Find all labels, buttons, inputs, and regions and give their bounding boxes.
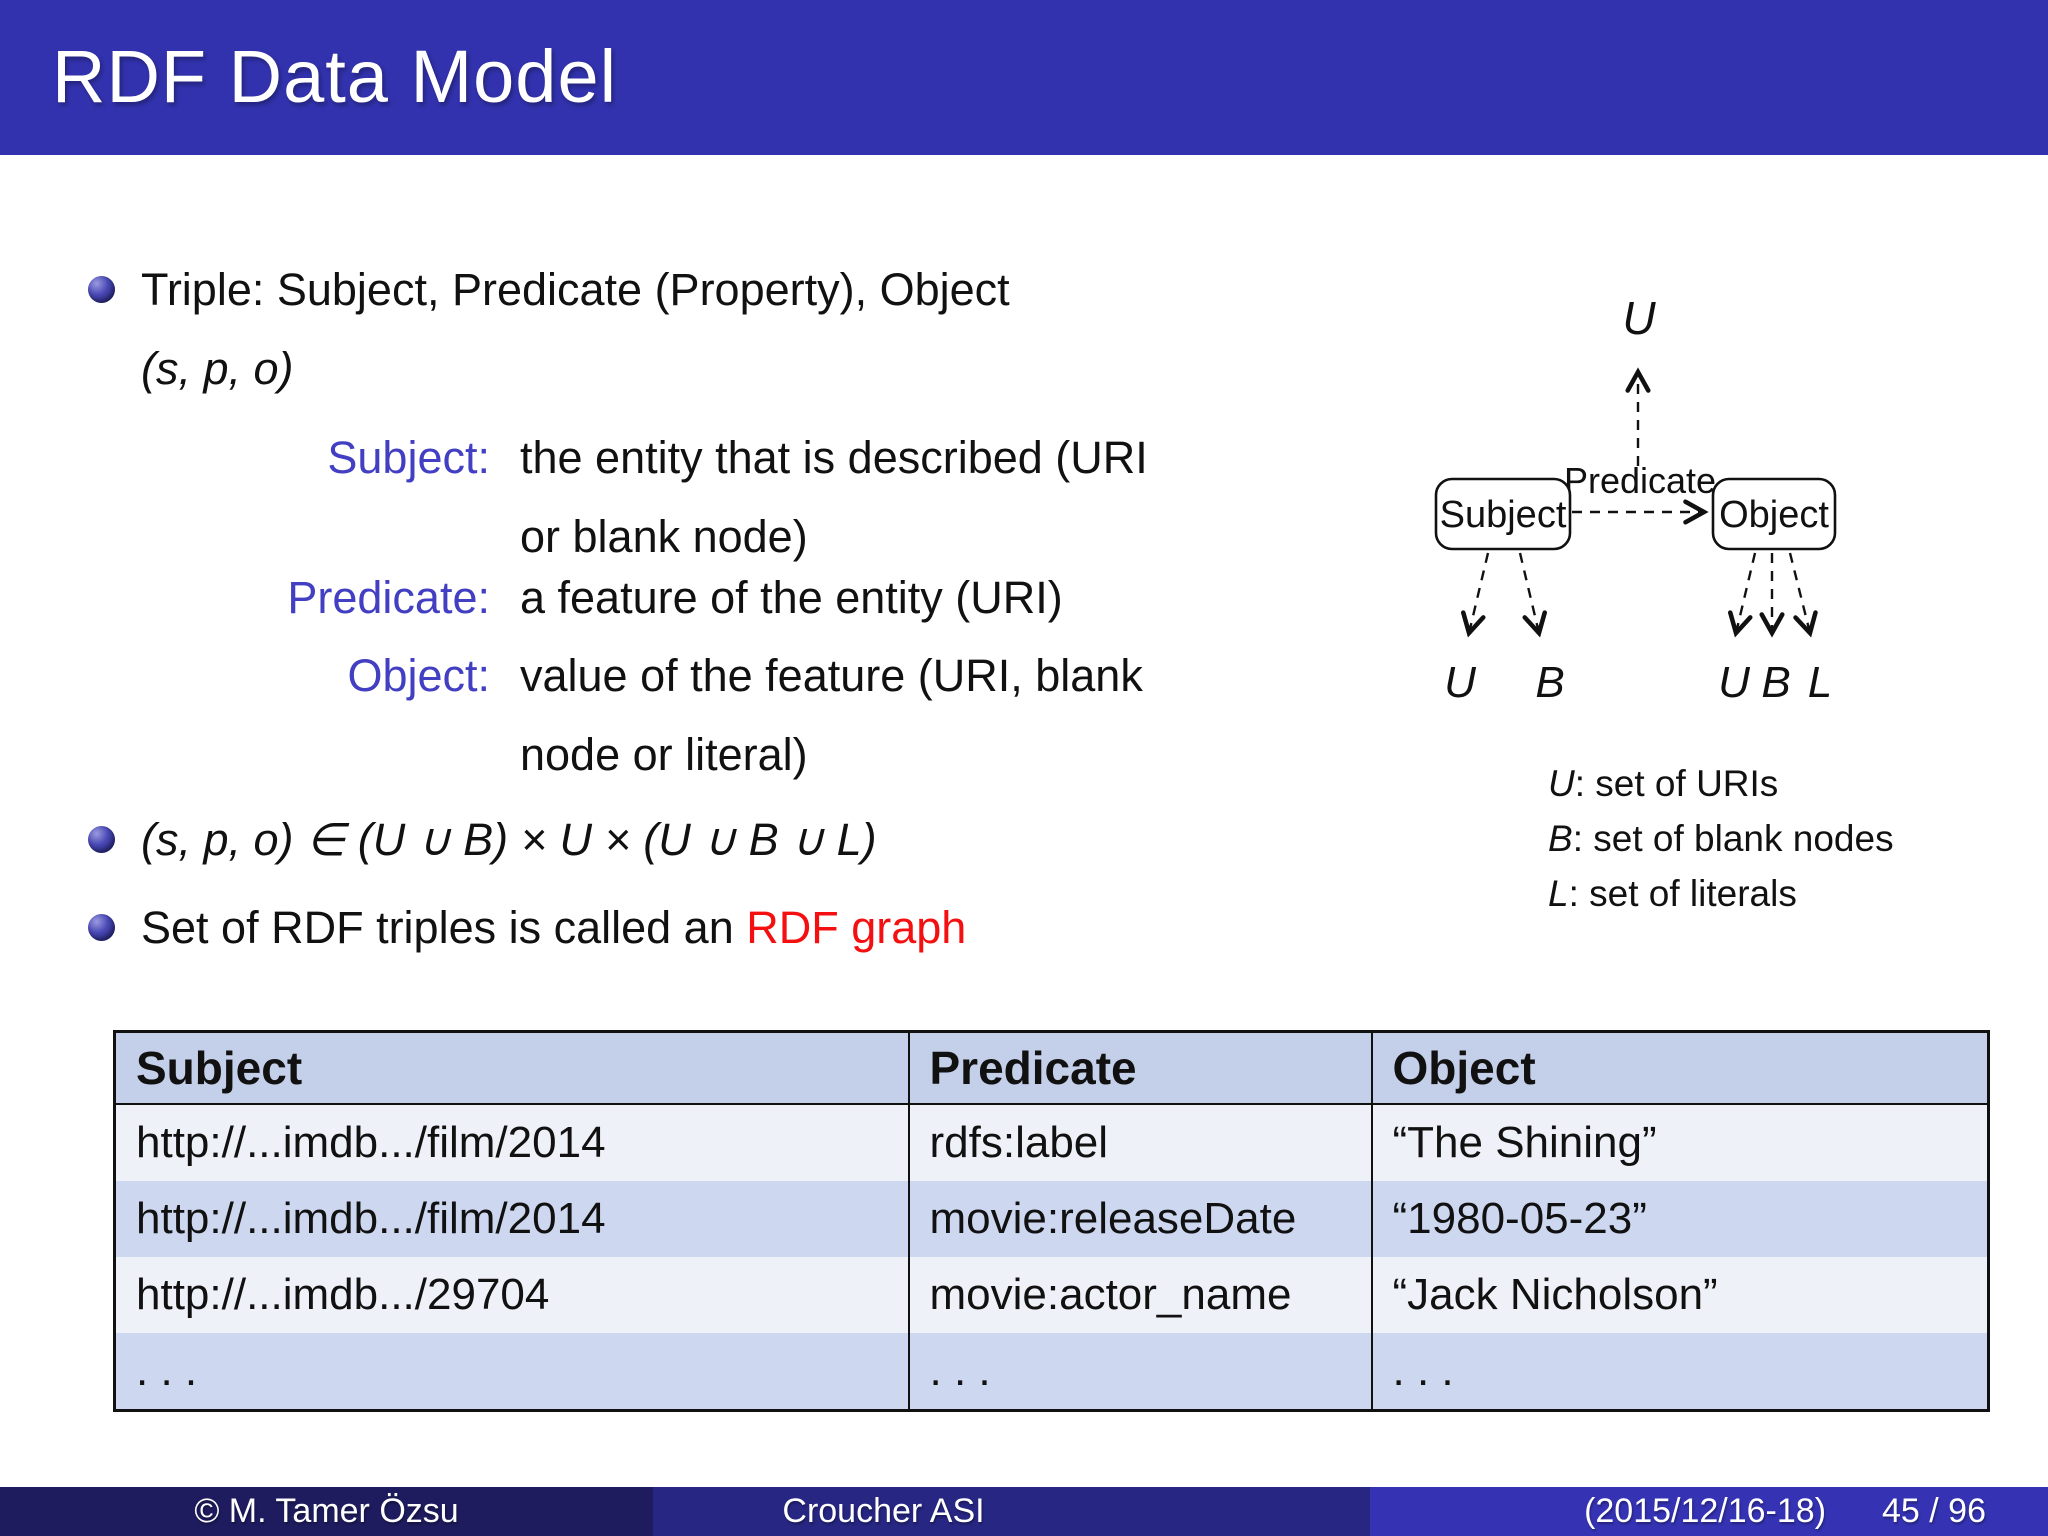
membership-formula: (s, p, o) ∈ (U ∪ B) × U × (U ∪ B ∪ L) <box>141 814 877 865</box>
subject-to-b-arrow <box>1518 552 1547 638</box>
footer-page-number: 45 / 96 <box>1882 1492 1986 1530</box>
definition-label: Object: <box>347 650 490 701</box>
table-cell: “The Shining” <box>1370 1104 1989 1181</box>
definition-text-line: value of the feature (URI, blank <box>520 650 1143 701</box>
legend-symbol: L <box>1548 873 1569 914</box>
table-row: http://...imdb.../film/2014 rdfs:label “… <box>114 1104 1989 1181</box>
table-cell: “Jack Nicholson” <box>1370 1257 1989 1333</box>
table-cell: . . . <box>136 1346 198 1395</box>
legend-item: B: set of blank nodes <box>1548 811 1894 866</box>
definition-label: Predicate: <box>287 572 490 623</box>
table-cell: rdfs:label <box>907 1104 1372 1181</box>
object-set-b: B <box>1761 658 1790 707</box>
table-row: http://...imdb.../film/2014 movie:releas… <box>114 1181 1989 1257</box>
triple-diagram: U Predicate Subject Object U B U B L <box>1434 292 1837 707</box>
bullet-membership: (s, p, o) ∈ (U ∪ B) × U × (U ∪ B ∪ L) <box>88 800 877 879</box>
legend-text: : set of URIs <box>1574 763 1779 804</box>
set-legend: U: set of URIs B: set of blank nodes L: … <box>1548 756 1894 921</box>
subject-node-label: Subject <box>1440 494 1567 536</box>
definition-text-line: a feature of the entity (URI) <box>520 572 1063 623</box>
object-node-box <box>1711 477 1837 551</box>
bullet-rdf-graph: Set of RDF triples is called an RDF grap… <box>88 888 966 967</box>
table-cell: . . . <box>1370 1333 1989 1411</box>
footer-date-box: (2015/12/16-18) 45 / 96 <box>1370 1487 2048 1536</box>
table-cell: http://...imdb.../29704 <box>136 1270 550 1319</box>
definition-text-line: or blank node) <box>520 511 808 562</box>
column-header-predicate: Predicate <box>907 1031 1372 1104</box>
legend-item: U: set of URIs <box>1548 756 1894 811</box>
subject-set-u: U <box>1444 658 1476 707</box>
definition-label: Subject: <box>327 432 490 483</box>
page-title: RDF Data Model <box>52 34 618 118</box>
table-header-row: Subject Predicate Object <box>114 1031 1989 1104</box>
definition-text-line: the entity that is described (URI <box>520 432 1148 483</box>
bullet-triple-line2: (s, p, o) <box>141 343 294 394</box>
rdf-graph-text: Set of RDF triples is called an <box>141 902 747 953</box>
subject-to-u-arrow <box>1461 552 1490 638</box>
rdf-graph-highlight: RDF graph <box>746 902 967 953</box>
slide-header-bar: RDF Data Model <box>0 0 2048 155</box>
table-cell: movie:actor_name <box>907 1257 1372 1333</box>
object-set-l: L <box>1808 658 1832 707</box>
table-cell: “1980-05-23” <box>1370 1181 1989 1257</box>
legend-text: : set of blank nodes <box>1572 818 1894 859</box>
bullet-ball-icon <box>88 276 115 303</box>
definition-text-line: node or literal) <box>520 729 808 780</box>
definition-subject: Subject: the entity that is described (U… <box>128 418 1148 576</box>
footer-venue: Croucher ASI <box>782 1492 985 1530</box>
object-to-u-arrow <box>1728 552 1757 638</box>
object-to-l-arrow <box>1788 552 1818 638</box>
footer-venue-box: Croucher ASI <box>653 1487 1370 1536</box>
table-row: http://...imdb.../29704 movie:actor_name… <box>114 1257 1989 1333</box>
legend-symbol: B <box>1548 818 1573 859</box>
subject-set-b: B <box>1535 658 1564 707</box>
table-cell: http://...imdb.../film/2014 <box>136 1194 606 1243</box>
legend-symbol: U <box>1548 763 1575 804</box>
footer-date: (2015/12/16-18) <box>1584 1492 1827 1530</box>
subject-node-box <box>1434 477 1572 551</box>
diagram-top-set-label: U <box>1622 292 1656 344</box>
legend-item: L: set of literals <box>1548 866 1894 921</box>
table-cell: . . . <box>907 1333 1372 1411</box>
table-cell: movie:releaseDate <box>907 1181 1372 1257</box>
footer-author: © M. Tamer Özsu <box>194 1492 459 1530</box>
object-set-u: U <box>1718 658 1750 707</box>
legend-text: : set of literals <box>1568 873 1797 914</box>
column-header-subject: Subject <box>136 1042 303 1094</box>
footer-author-box: © M. Tamer Özsu <box>0 1487 653 1536</box>
definition-predicate: Predicate: a feature of the entity (URI) <box>128 558 1063 637</box>
bullet-ball-icon <box>88 826 115 853</box>
object-node-label: Object <box>1719 494 1829 536</box>
bullet-triple: Triple: Subject, Predicate (Property), O… <box>88 250 1010 408</box>
table-cell: http://...imdb.../film/2014 <box>136 1118 606 1167</box>
definition-object: Object: value of the feature (URI, blank… <box>128 636 1143 794</box>
bullet-triple-line1: Triple: Subject, Predicate (Property), O… <box>141 264 1010 315</box>
bullet-ball-icon <box>88 914 115 941</box>
predicate-label: Predicate <box>1564 460 1716 501</box>
table-row: . . . . . . . . . <box>114 1333 1989 1411</box>
triples-table: Subject Predicate Object http://...imdb.… <box>113 1030 1990 1412</box>
column-header-object: Object <box>1370 1031 1989 1104</box>
